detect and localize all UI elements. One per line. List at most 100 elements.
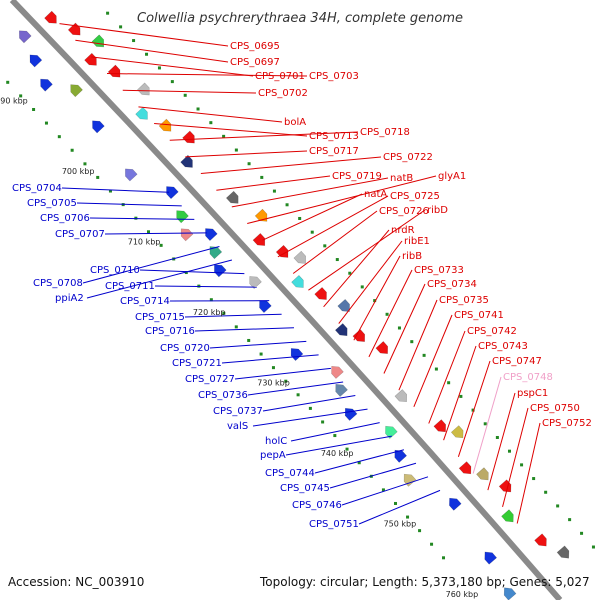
- label-leader: [200, 156, 382, 175]
- tick-dot: [410, 340, 414, 344]
- label-leader: [185, 150, 308, 158]
- kbp-marker: 760 kbp: [446, 590, 479, 599]
- gene-label: ribE1: [404, 236, 430, 247]
- tick-dot: [234, 325, 238, 329]
- gene-label: CPS_0702: [258, 88, 308, 99]
- label-leader: [61, 187, 170, 193]
- kbp-marker: 720 kbp: [193, 308, 226, 317]
- gene-label: bolA: [284, 117, 306, 128]
- gene-label: valS: [227, 421, 248, 432]
- tick-dot: [335, 258, 339, 262]
- gene-feature: [275, 244, 289, 258]
- gene-label: CPS_0750: [530, 403, 580, 414]
- gene-label: CPS_0744: [265, 468, 315, 479]
- label-leader: [194, 327, 294, 332]
- tick-dot: [357, 461, 361, 465]
- gene-label: pspC1: [517, 388, 548, 399]
- gene-feature: [180, 154, 193, 168]
- gene-feature: [135, 106, 148, 120]
- label-leader: [413, 314, 453, 408]
- label-leader: [216, 175, 331, 191]
- gene-feature: [259, 300, 272, 314]
- label-leader: [76, 202, 182, 207]
- gene-label: CPS_0695: [230, 41, 280, 52]
- accession-text: Accession: NC_003910: [8, 575, 144, 589]
- gene-label: CPS_0713: [309, 131, 359, 142]
- gene-feature: [534, 533, 547, 547]
- tick-dot: [170, 80, 174, 84]
- gene-feature: [252, 233, 266, 246]
- gene-label: CPS_0706: [40, 213, 90, 224]
- gene-feature: [182, 130, 195, 144]
- gene-label: glyA1: [438, 171, 466, 182]
- tick-dot: [397, 326, 401, 330]
- gene-label: CPS_0733: [414, 265, 464, 276]
- tick-dot: [483, 422, 487, 426]
- gene-label: CPS_0697: [230, 57, 280, 68]
- label-leader: [457, 360, 491, 457]
- gene-label: CPS_0743: [478, 341, 528, 352]
- tick-dot: [418, 529, 422, 533]
- gene-label: CPS_0710: [90, 265, 140, 276]
- tick-dot: [345, 447, 349, 451]
- label-leader: [338, 240, 403, 324]
- gene-feature: [314, 287, 327, 300]
- kbp-marker: 730 kbp: [257, 379, 290, 388]
- gene-feature: [44, 10, 57, 24]
- gene-feature: [209, 246, 223, 260]
- tick-dot: [108, 189, 112, 193]
- gene-feature: [180, 228, 194, 242]
- gene-label: CPS_0718: [360, 127, 410, 138]
- gene-label: CPS_0735: [439, 295, 489, 306]
- gene-feature: [476, 467, 489, 481]
- gene-label: CPS_0708: [33, 278, 83, 289]
- gene-feature: [394, 389, 408, 403]
- gene-label: CPS_0734: [427, 279, 477, 290]
- gene-feature: [375, 341, 388, 354]
- topology-text: Topology: circular; Length: 5,373,180 bp…: [259, 575, 590, 589]
- tick-dot: [247, 162, 251, 166]
- gene-feature: [450, 425, 464, 439]
- label-leader: [262, 193, 363, 241]
- tick-dot: [298, 216, 302, 220]
- gene-label: CPS_0742: [467, 326, 517, 337]
- gene-feature: [29, 54, 43, 68]
- gene-label: pepA: [260, 450, 286, 461]
- label-leader: [323, 229, 390, 308]
- label-leader: [290, 422, 380, 442]
- gene-feature: [166, 186, 179, 200]
- gene-feature: [290, 348, 304, 362]
- gene-feature: [484, 551, 497, 565]
- kbp-marker: 690 kbp: [0, 97, 28, 106]
- tick-dot: [96, 175, 100, 179]
- label-leader: [428, 330, 466, 424]
- tick-dot: [184, 271, 188, 275]
- tick-dot: [520, 463, 524, 467]
- label-leader: [75, 39, 229, 63]
- tick-dot: [285, 203, 289, 207]
- label-leader: [314, 449, 405, 474]
- gene-feature: [214, 264, 227, 278]
- tick-dot: [348, 271, 352, 275]
- label-leader: [82, 245, 220, 284]
- tick-dot: [284, 379, 288, 383]
- tick-dot: [19, 94, 23, 98]
- tick-dot: [321, 420, 325, 424]
- tick-dot: [333, 434, 337, 438]
- label-leader: [231, 177, 389, 208]
- gene-label: CPS_0741: [454, 310, 504, 321]
- label-leaders: [59, 23, 541, 525]
- gene-label: natB: [390, 173, 413, 184]
- label-leader: [285, 435, 392, 456]
- gene-label: CPS_0714: [120, 296, 170, 307]
- tick-dot: [271, 366, 275, 370]
- gene-label: ribD: [427, 205, 448, 216]
- tick-dot: [471, 408, 475, 412]
- label-leader: [104, 232, 207, 235]
- label-leader: [86, 259, 233, 299]
- gene-feature: [433, 419, 446, 433]
- gene-feature: [403, 473, 417, 487]
- label-leader: [91, 56, 254, 77]
- tick-dot: [159, 243, 163, 247]
